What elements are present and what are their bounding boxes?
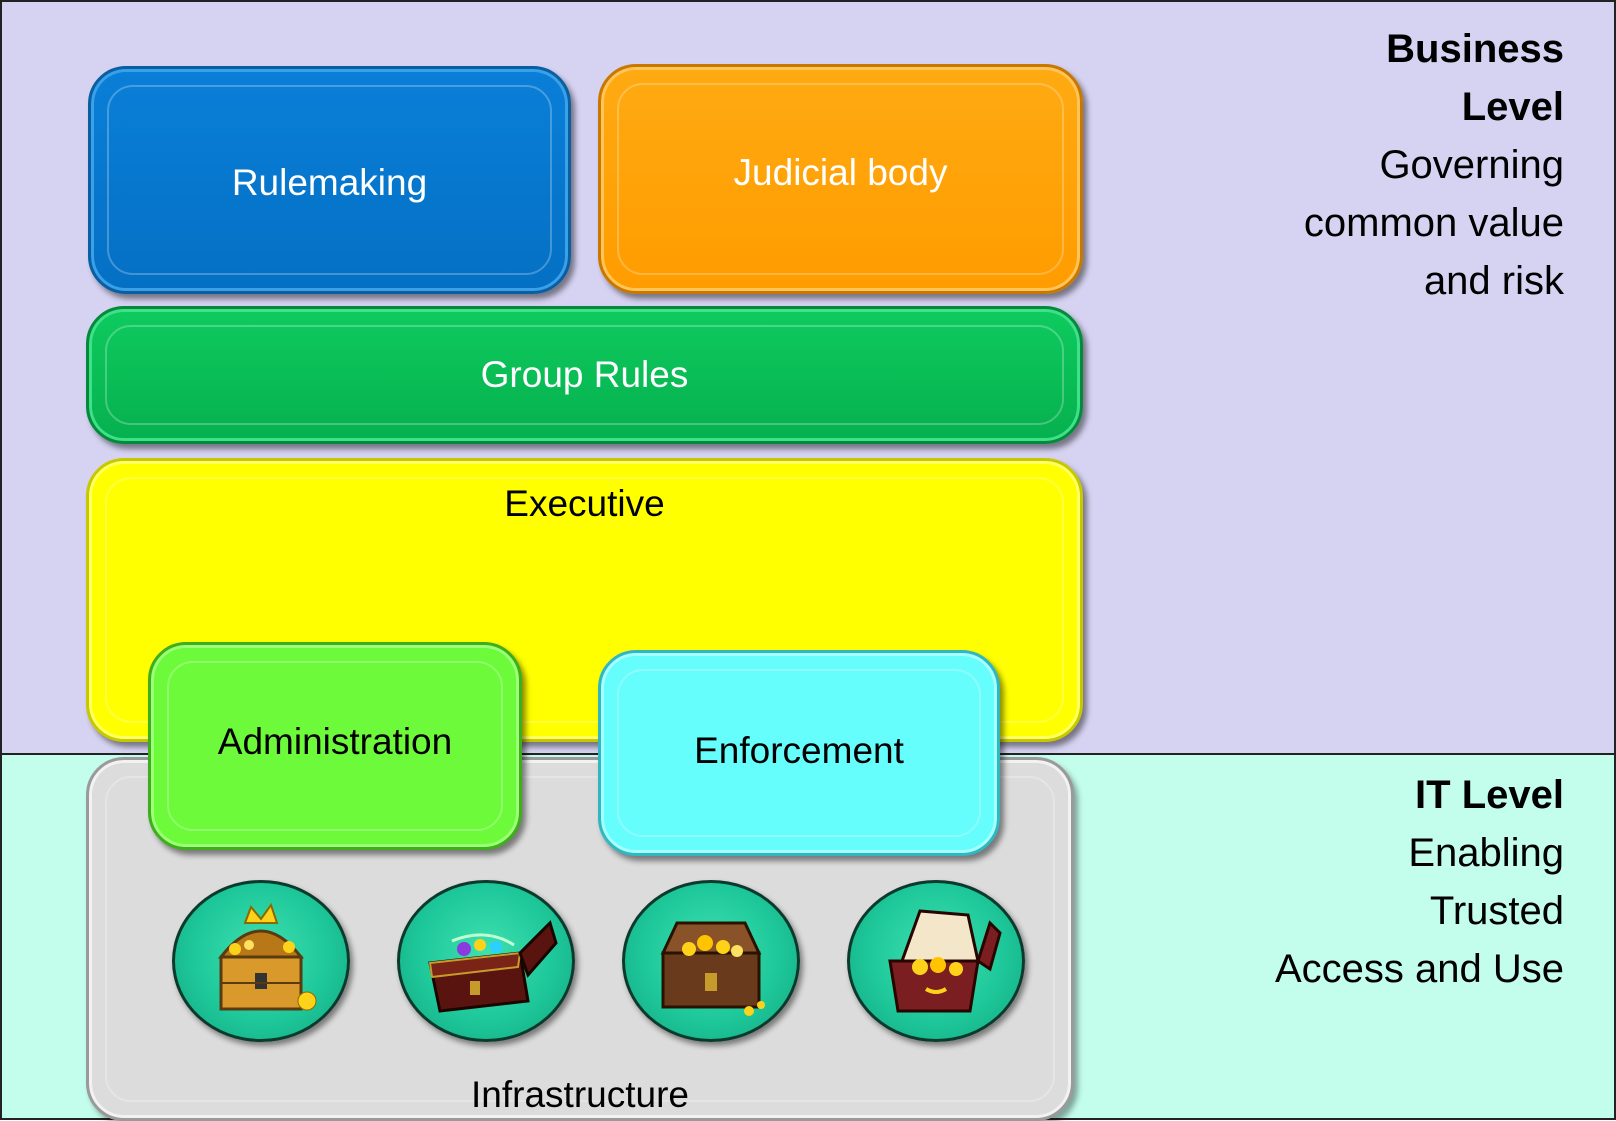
administration-label: Administration <box>217 721 453 762</box>
judicial-body-label: Judicial body <box>733 152 948 193</box>
it-level-heading: IT Level <box>1415 773 1564 817</box>
administration-block: Administration <box>148 642 522 850</box>
treasure-chest-jewels-icon <box>397 880 575 1042</box>
group-rules-label: Group Rules <box>480 354 689 395</box>
it-level-desc-2: Trusted <box>1429 889 1564 933</box>
it-level-desc-1: Enabling <box>1408 831 1564 875</box>
it-level-desc-3: Access and Use <box>1274 947 1564 991</box>
treasure-chest-crown-icon <box>172 880 350 1042</box>
enforcement-label: Enforcement <box>694 730 904 771</box>
rulemaking-block: Rulemaking <box>88 66 571 294</box>
business-level-heading-2: Level <box>1461 85 1564 129</box>
business-level-caption: Business Level Governing common value an… <box>1304 20 1564 310</box>
business-level-desc-1: Governing <box>1379 143 1564 187</box>
it-level-caption: IT Level Enabling Trusted Access and Use <box>1275 766 1564 998</box>
treasure-chest-gold-icon <box>622 880 800 1042</box>
business-level-heading-1: Business <box>1386 27 1564 71</box>
rulemaking-label: Rulemaking <box>231 162 428 203</box>
business-level-desc-3: and risk <box>1423 259 1564 303</box>
business-level-desc-2: common value <box>1303 201 1564 245</box>
treasure-chest-open-icon <box>847 880 1025 1042</box>
executive-label: Executive <box>504 483 665 524</box>
group-rules-block: Group Rules <box>86 306 1083 444</box>
judicial-body-block: Judicial body <box>598 64 1083 294</box>
enforcement-block: Enforcement <box>598 650 1000 856</box>
infrastructure-label: Infrastructure <box>471 1074 689 1115</box>
